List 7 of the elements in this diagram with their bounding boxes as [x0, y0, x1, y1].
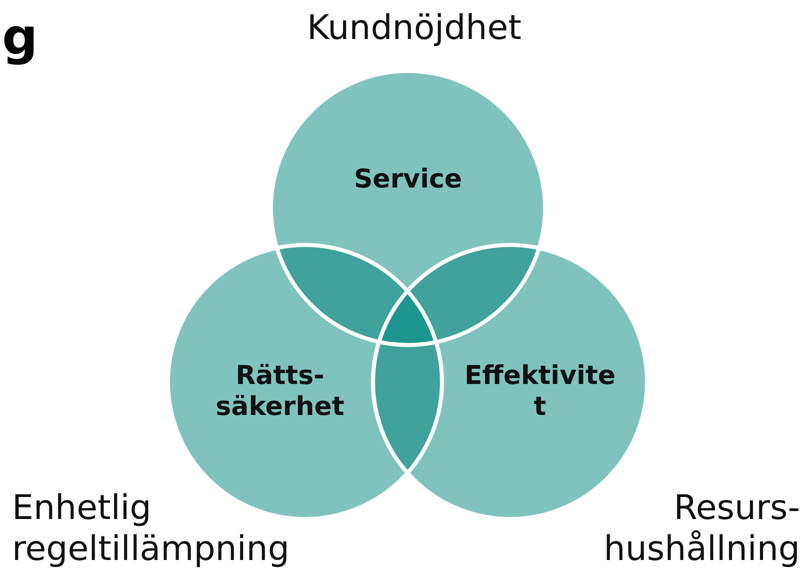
title-fragment: g — [2, 8, 38, 66]
outer-caption: Enhetlig regeltillämpning — [12, 488, 290, 570]
circle-label: Effektivite t — [464, 360, 616, 424]
circle-label: Service — [354, 164, 462, 196]
outer-caption: Resurs- hushållning — [604, 488, 800, 570]
circle-label: Rätts- säkerhet — [216, 360, 344, 424]
outer-caption: Kundnöjdhet — [307, 8, 522, 49]
